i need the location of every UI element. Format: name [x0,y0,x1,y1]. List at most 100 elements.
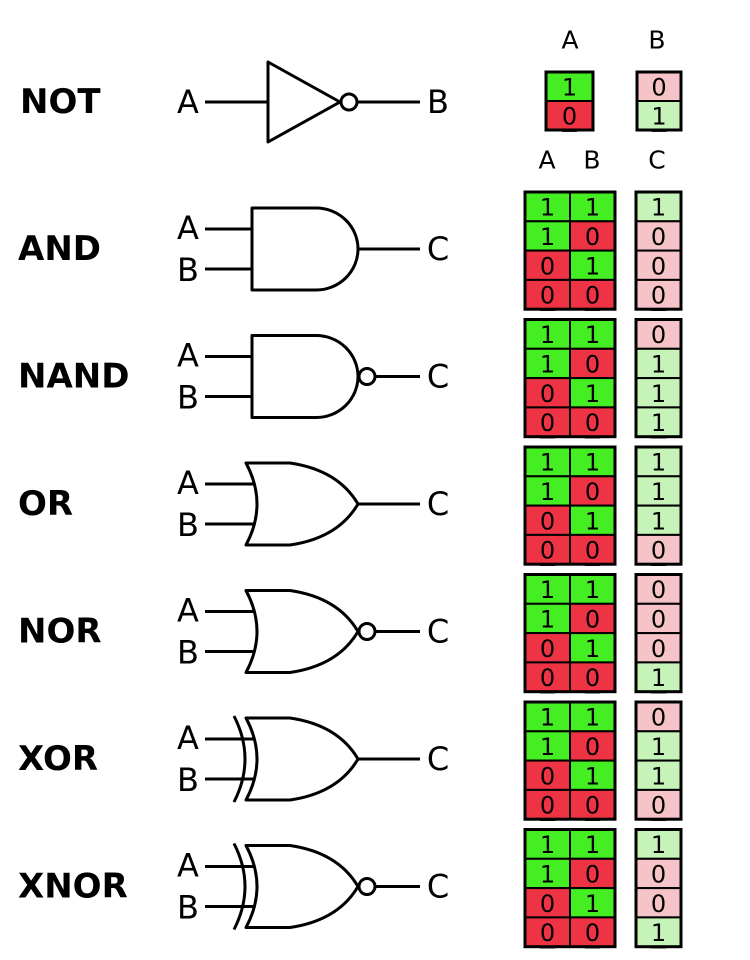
xor-row-0-out-value: 0 [651,704,666,732]
not-row-0-out-value: 0 [651,74,666,102]
nand-row-1-out-value: 1 [651,350,666,378]
or-row-2-b-value: 1 [585,507,600,535]
and-row-0-b-value: 1 [585,194,600,222]
nand-row-2-out-value: 1 [651,380,666,408]
nor-gate-symbol-icon [244,589,360,674]
not-output-label: B [427,83,449,121]
not-row-0-a-value: 1 [562,74,577,102]
nand-row-3-a-value: 0 [540,409,555,437]
gate-name-not: NOT [20,82,101,122]
or-row-1-out-cell [635,475,682,507]
and-gate-symbol-icon [250,206,360,292]
xor-row-1-out-value: 1 [651,733,666,761]
or-row-2-a-value: 0 [540,507,555,535]
nor-row-2-a-value: 0 [540,635,555,663]
or-output-label: C [427,485,449,523]
xnor-bubble-icon [357,877,377,896]
and-row-3-out-value: 0 [651,282,666,310]
xor-row-3-b-cell [569,788,616,821]
and-inputs-table-frame [523,190,617,311]
nand-row-3-out-value: 1 [651,409,666,437]
xor-input-a-label: A [177,719,199,757]
or-input-a-label: A [177,464,199,502]
xor-gate-symbol-icon [244,716,360,802]
nor-row-0-out-cell [635,573,682,605]
nor-row-1-b-value: 0 [585,605,600,633]
and-input-a-label: A [177,209,199,247]
xor-inputs-table-frame [523,700,617,821]
xnor-row-2-a-value: 0 [540,890,555,918]
nand-row-1-a-value: 1 [540,350,555,378]
xor-row-3-out-value: 0 [651,792,666,820]
nor-row-1-a-value: 1 [540,605,555,633]
nor-row-1-a-cell [524,602,571,635]
or-output-table-frame [634,445,683,566]
nor-output-table-frame [634,573,683,694]
or-row-3-out-value: 0 [651,537,666,565]
not-output-table-frame [635,70,683,132]
nand-output-label: C [427,358,449,396]
xnor-row-2-b-value: 1 [585,890,600,918]
nor-row-3-out-value: 1 [651,664,666,692]
and-row-2-a-value: 0 [540,252,555,280]
nand-row-1-out-cell [635,347,682,380]
xnor-row-2-out-cell [635,887,682,919]
nor-output-label: C [427,613,449,651]
xnor-inputs-table-frame [523,828,617,949]
nor-inputs-table-frame [523,573,617,694]
xnor-output-label: C [427,868,449,906]
xor-row-1-b-cell [569,730,616,762]
table-header-b: B [583,146,600,175]
table-header-a: A [538,146,555,175]
xnor-extra-curve-icon [232,842,247,931]
xor-row-1-b-value: 0 [585,733,600,761]
or-row-1-a-value: 1 [540,478,555,506]
and-row-3-a-value: 0 [540,282,555,310]
gate-name-or: OR [18,484,73,524]
not-row-1-out-value: 1 [651,103,666,131]
nand-row-3-b-value: 0 [585,409,600,437]
xnor-row-0-a-value: 1 [540,831,555,859]
nand-inputs-table-frame [523,318,617,439]
xnor-row-3-out-value: 1 [651,919,666,947]
xnor-input-a-label: A [177,847,199,885]
xnor-row-2-out-value: 0 [651,890,666,918]
or-row-2-out-value: 1 [651,507,666,535]
xor-row-2-a-value: 0 [540,762,555,790]
xnor-gate-symbol-icon [244,844,360,929]
gate-name-nand: NAND [18,357,129,397]
and-row-2-out-value: 0 [651,252,666,280]
gate-name-and: AND [18,229,101,269]
or-row-3-a-value: 0 [540,537,555,565]
nor-row-2-b-value: 1 [585,635,600,663]
nand-row-1-b-value: 0 [585,350,600,378]
xnor-row-1-a-value: 1 [540,860,555,888]
nand-row-0-a-value: 1 [540,321,555,349]
nand-row-2-b-value: 1 [585,380,600,408]
and-output-label: C [427,230,449,268]
nor-row-3-out-cell [635,661,682,693]
xor-row-2-out-value: 1 [651,762,666,790]
or-gate-symbol-icon [244,461,360,547]
nor-row-2-out-value: 0 [651,635,666,663]
nand-output-table-frame [634,318,683,439]
gate-name-xor: XOR [18,739,98,779]
and-input-b-label: B [177,251,199,289]
or-input-b-label: B [177,506,199,544]
nor-input-b-label: B [177,634,199,672]
and-row-0-a-value: 1 [540,194,555,222]
xnor-row-0-a-cell [524,828,571,860]
nor-row-0-b-value: 1 [585,576,600,604]
not-input-table-frame [544,70,595,132]
xnor-input-b-label: B [177,889,199,927]
xnor-row-3-a-value: 0 [540,919,555,947]
and-row-1-a-value: 1 [540,223,555,251]
nor-bubble-icon [357,622,377,641]
not-gate-symbol-icon [266,60,342,144]
and-row-0-out-value: 1 [651,194,666,222]
or-row-3-b-value: 0 [585,537,600,565]
or-row-1-b-value: 0 [585,478,600,506]
and-row-3-b-value: 0 [585,282,600,310]
